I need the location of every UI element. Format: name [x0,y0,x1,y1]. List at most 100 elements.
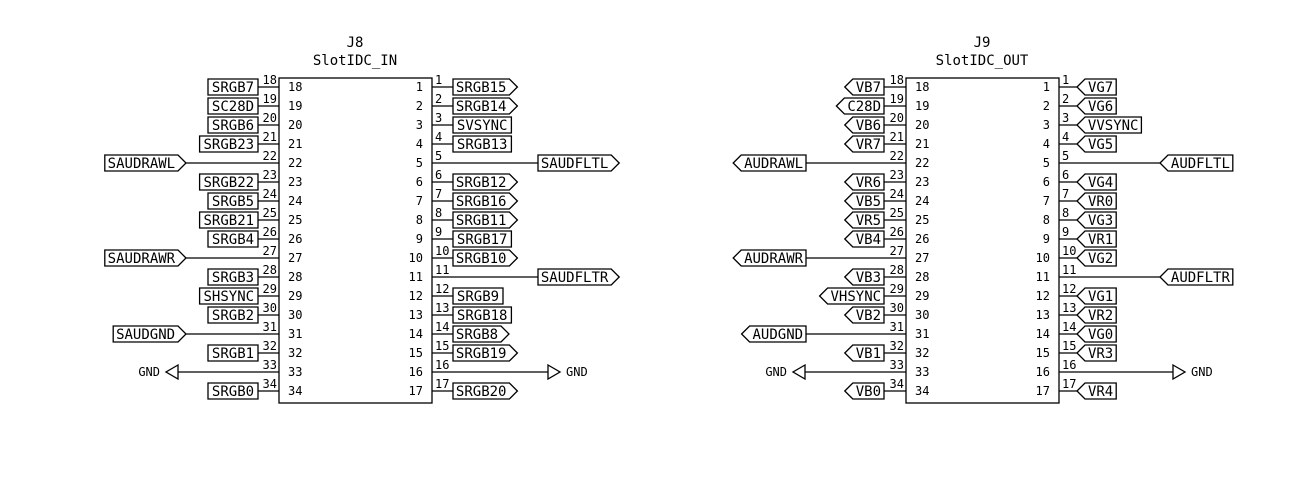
j9-net-label-flag [1076,116,1143,134]
j9-net-label: VB5 [856,194,881,210]
j9-net-label-flag [1076,173,1117,191]
j8-net-label-flag [452,116,513,134]
j9-net-label-flag [843,344,885,362]
j9-net-label: VG6 [1088,99,1113,115]
j9-net-label: VB0 [856,384,881,400]
j8-net-label-flag [452,325,510,343]
j9-net-label-flag [740,325,807,343]
j9-net-label-flag [818,287,885,305]
j8-pin-number-inside: 32 [288,346,302,360]
j9-net-label: VB1 [856,346,881,362]
j9-net-label: VB7 [856,80,881,96]
j9-net-label-flag [1076,211,1117,229]
j9-pin-number-outside: 12 [1062,282,1076,296]
j9-net-label-flag [843,268,885,286]
j8-pin-number-inside: 30 [288,308,302,322]
j8-pin-number-outside: 24 [263,187,277,201]
j9-net-label-flag [1159,268,1234,286]
j8-pin-number-outside: 33 [263,358,277,372]
ground-label: GND [765,365,787,379]
j8-pin-number-inside: 20 [288,118,302,132]
j9-pin-number-inside: 16 [1036,365,1050,379]
j9-pin-number-outside: 18 [890,73,904,87]
j9-net-label: VB3 [856,270,881,286]
j8-pin-number-inside: 19 [288,99,302,113]
j8-net-label-flag [207,382,259,400]
j8-pin-number-inside: 22 [288,156,302,170]
j9-net-label-flag [843,116,885,134]
j9-pin-number-inside: 22 [915,156,929,170]
j9-pin-number-outside: 34 [890,377,904,391]
ground-label: GND [138,365,160,379]
j9-pin-number-inside: 6 [1043,175,1050,189]
j8-pin-number-outside: 4 [435,130,442,144]
j8-pin-number-outside: 34 [263,377,277,391]
j9-net-label-flag [843,135,885,153]
j8-net-label-flag [112,325,187,343]
j9-net-label-flag [1076,78,1117,96]
j9-pin-number-inside: 14 [1036,327,1050,341]
j9-pin-number-outside: 14 [1062,320,1076,334]
j9-net-label: VB6 [856,118,881,134]
j9-net-label-flag [1076,192,1117,210]
j9-pin-number-outside: 31 [890,320,904,334]
j9-pin-number-outside: 23 [890,168,904,182]
j8-pin-number-outside: 5 [435,149,442,163]
j8-net-label: SRGB13 [457,137,508,153]
j8-pin-number-inside: 15 [409,346,423,360]
j8-net-label: SRGB7 [212,80,254,96]
j8-pin-number-outside: 22 [263,149,277,163]
j9-net-label: VR4 [1088,384,1113,400]
j9-net-label: VB2 [856,308,881,324]
j9-pin-number-outside: 25 [890,206,904,220]
j9-pin-number-outside: 1 [1062,73,1069,87]
j8-net-label-flag [537,154,621,172]
j9-pin-number-outside: 5 [1062,149,1069,163]
j8-pin-number-outside: 27 [263,244,277,258]
j8-pin-number-inside: 24 [288,194,302,208]
j9-net-label: VVSYNC [1088,118,1139,134]
j9-pin-number-inside: 3 [1043,118,1050,132]
j9-pin-number-inside: 27 [915,251,929,265]
j8-pin-number-inside: 2 [416,99,423,113]
j9-pin-number-inside: 25 [915,213,929,227]
j9-pin-number-outside: 11 [1062,263,1076,277]
j8-net-label-flag [452,135,513,153]
j8-pin-number-inside: 8 [416,213,423,227]
j8-pin-number-inside: 1 [416,80,423,94]
j8-net-label: SRGB2 [212,308,254,324]
j8-net-label-flag [452,287,504,305]
j9-pin-number-outside: 9 [1062,225,1069,239]
j9-net-label-flag [1076,325,1117,343]
j8-pin-number-inside: 4 [416,137,423,151]
j9-pin-number-inside: 19 [915,99,929,113]
j9-net-label: VG5 [1088,137,1113,153]
j8-pin-number-inside: 16 [409,365,423,379]
j9-pin-number-inside: 9 [1043,232,1050,246]
j8-net-label: SRGB0 [212,384,254,400]
j9-net-label-flag [843,211,885,229]
j9-pin-number-inside: 24 [915,194,929,208]
j8-net-label: SRGB1 [212,346,254,362]
connector-j8: J8 SlotIDC_IN 1818SRGB71919SC28D2020SRGB… [104,35,621,404]
j8-pin-number-inside: 5 [416,156,423,170]
j8-pin-number-inside: 18 [288,80,302,94]
j8-pin-number-outside: 15 [435,339,449,353]
j8-pin-number-inside: 26 [288,232,302,246]
j9-pin-number-outside: 2 [1062,92,1069,106]
j9-pin-number-outside: 27 [890,244,904,258]
j8-net-label-flag [198,135,259,153]
j8-net-label: SAUDRAWR [108,251,176,267]
j8-pin-number-outside: 20 [263,111,277,125]
j9-pin-number-inside: 10 [1036,251,1050,265]
j8-net-label: SRGB17 [457,232,508,248]
j9-net-label-flag [732,154,807,172]
j8-pin-number-inside: 23 [288,175,302,189]
ground-arrow-icon [791,363,806,381]
j8-net-label: SRGB14 [456,99,507,115]
j8-pin-number-outside: 21 [263,130,277,144]
j9-pin-number-inside: 32 [915,346,929,360]
j8-pin-number-outside: 9 [435,225,442,239]
j9-net-label: VG7 [1088,80,1113,96]
j8-net-label-flag [452,382,519,400]
